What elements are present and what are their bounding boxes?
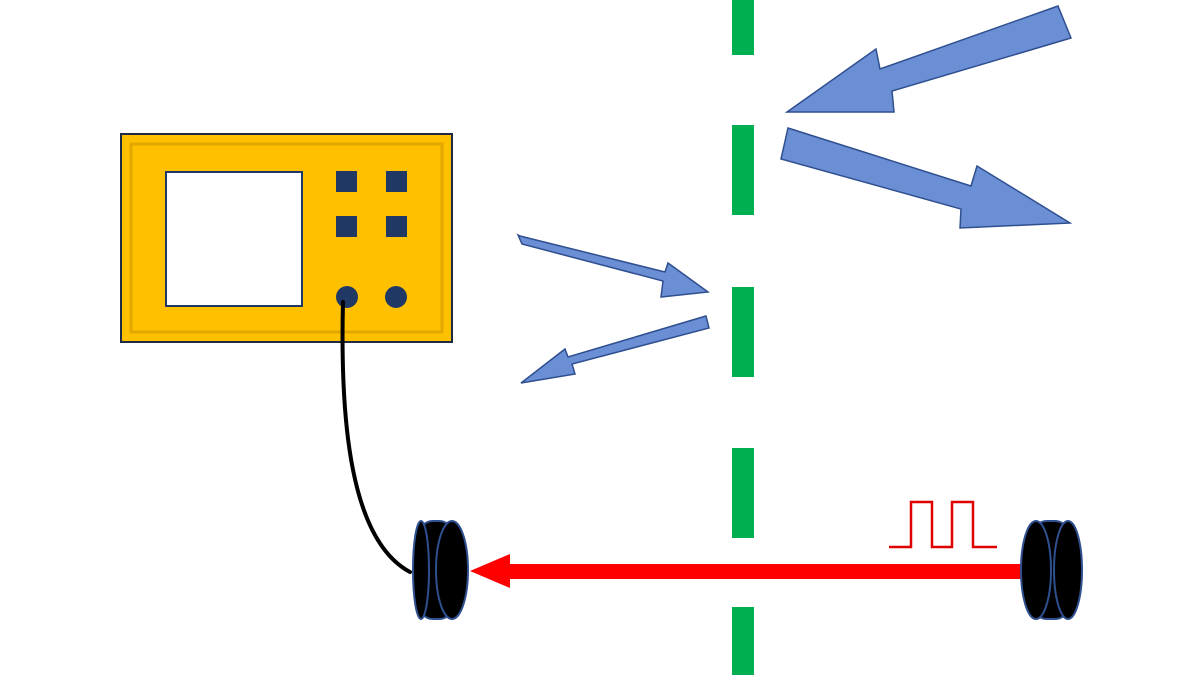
boundary-dash: [732, 607, 754, 675]
receiver-transducer-icon: [412, 520, 469, 620]
transducer-back: [412, 520, 430, 620]
square-pulse-icon: [889, 500, 997, 549]
boundary-dash: [732, 125, 754, 215]
oscilloscope-button: [386, 216, 407, 237]
reflected-wave-arrow: [520, 315, 710, 384]
reflected-wave-arrow: [780, 127, 1073, 229]
probe-cable: [340, 300, 412, 574]
signal-arrow-head: [470, 554, 510, 588]
transducer-face: [1020, 520, 1052, 620]
transducer-face: [435, 520, 469, 620]
oscilloscope-button: [336, 216, 357, 237]
incident-wave-arrow: [784, 5, 1073, 113]
oscilloscope-bevel: [129, 142, 444, 334]
oscilloscope-screen: [165, 171, 303, 307]
transmitter-transducer-icon: [1020, 520, 1083, 620]
oscilloscope-input-jack: [385, 286, 407, 308]
oscilloscope-icon: [120, 133, 453, 343]
transducer-back: [1053, 520, 1083, 620]
oscilloscope-input-jack: [336, 286, 358, 308]
signal-arrow-shaft: [505, 564, 1027, 579]
oscilloscope-button: [386, 171, 407, 192]
incident-wave-arrow: [516, 233, 711, 298]
signal-arrow: [470, 554, 1027, 588]
boundary-dash: [732, 287, 754, 377]
oscilloscope-button: [336, 171, 357, 192]
boundary-line: [732, 0, 754, 675]
boundary-dash: [732, 0, 754, 55]
boundary-dash: [732, 448, 754, 538]
